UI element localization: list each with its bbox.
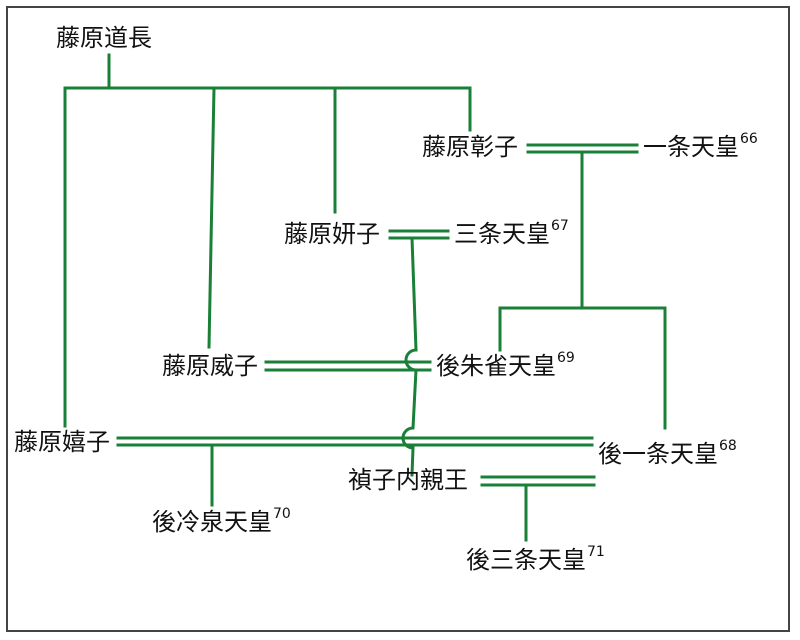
person-gosanjo: 後三条天皇71 xyxy=(466,544,605,574)
emperor-number: 69 xyxy=(557,350,575,366)
person-shoshi: 藤原彰子 xyxy=(422,133,518,161)
emperor-number: 71 xyxy=(587,544,605,560)
marriage-line-kenshi-sanjo xyxy=(388,229,450,240)
person-gosuzaku: 後朱雀天皇69 xyxy=(436,350,575,380)
person-goichijo: 後一条天皇68 xyxy=(598,438,737,468)
person-name: 後三条天皇 xyxy=(466,546,586,574)
person-goreizei: 後冷泉天皇70 xyxy=(152,506,291,536)
diagram-frame xyxy=(6,6,790,632)
marriage-line-teishi-gosuzaku xyxy=(480,475,596,487)
person-michinaga: 藤原道長 xyxy=(56,24,152,52)
person-name: 禎子内親王 xyxy=(348,466,468,494)
person-name: 三条天皇 xyxy=(454,220,550,248)
marriage-line-kishi-gosuzaku xyxy=(116,436,594,447)
person-name: 藤原嬉子 xyxy=(14,428,110,456)
person-ishi: 藤原威子 xyxy=(162,352,258,380)
person-name: 後冷泉天皇 xyxy=(152,508,272,536)
emperor-number: 70 xyxy=(273,506,291,522)
emperor-number: 67 xyxy=(551,218,569,234)
descent-line-ishi xyxy=(207,86,216,349)
person-name: 藤原道長 xyxy=(56,24,152,52)
person-name: 後一条天皇 xyxy=(598,440,718,468)
person-kenshi: 藤原妍子 xyxy=(284,220,380,248)
emperor-number: 66 xyxy=(740,131,758,147)
person-name: 藤原威子 xyxy=(162,352,258,380)
person-name: 一条天皇 xyxy=(643,133,739,161)
person-teishi: 禎子内親王 xyxy=(348,466,468,494)
marriage-line-ishi-gosuzaku xyxy=(264,360,432,372)
person-name: 藤原妍子 xyxy=(284,220,380,248)
emperor-number: 68 xyxy=(719,438,737,454)
person-name: 藤原彰子 xyxy=(422,133,518,161)
person-name: 後朱雀天皇 xyxy=(436,352,556,380)
person-kishi: 藤原嬉子 xyxy=(14,428,110,456)
person-ichijo: 一条天皇66 xyxy=(643,131,758,161)
person-sanjo: 三条天皇67 xyxy=(454,218,569,248)
